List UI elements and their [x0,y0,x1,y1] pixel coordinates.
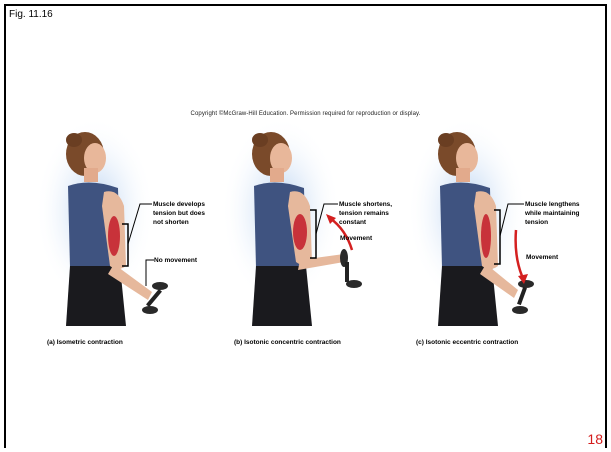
panel-concentric: Muscle shortens, tension remains constan… [226,126,431,346]
illustration-concentric [226,126,431,346]
note-tension: Muscle lengthens while maintaining tensi… [525,200,580,227]
page-number: 18 [587,431,603,447]
panel-isometric: Muscle develops tension but does not sho… [40,126,245,346]
illustration-eccentric [412,126,611,346]
caption-eccentric: (c) Isotonic eccentric contraction [416,339,518,346]
note-movement: Movement [526,253,558,262]
caption-concentric: (b) Isotonic concentric contraction [234,339,341,346]
note-movement: No movement [154,256,197,265]
copyright-notice: Copyright ©McGraw-Hill Education. Permis… [0,111,611,117]
panel-eccentric: Muscle lengthens while maintaining tensi… [412,126,611,346]
note-tension: Muscle shortens, tension remains constan… [339,200,392,227]
figure-label: Fig. 11.16 [9,9,53,20]
illustration-isometric [40,126,245,346]
caption-isometric: (a) Isometric contraction [47,339,123,346]
note-movement: Movement [340,234,372,243]
note-tension: Muscle develops tension but does not sho… [153,200,205,227]
